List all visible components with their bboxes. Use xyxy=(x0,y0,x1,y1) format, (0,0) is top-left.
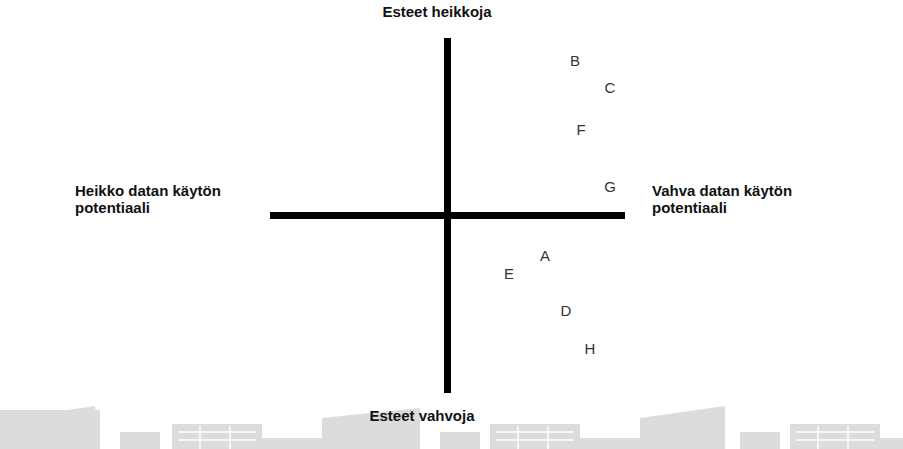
axis-label: Vahva datan käytön potentiaali xyxy=(652,182,852,216)
axis-label: Heikko datan käytön potentiaali xyxy=(75,182,265,216)
point-letter: B xyxy=(570,52,580,69)
point-letter: D xyxy=(561,302,572,319)
axis-label: Esteet heikkoja xyxy=(382,3,491,20)
point-letter: H xyxy=(585,340,596,357)
vertical-axis xyxy=(444,38,451,393)
point-letter: A xyxy=(540,247,550,264)
point-letter: F xyxy=(576,121,585,138)
building-silhouettes xyxy=(0,406,903,449)
point-letter: C xyxy=(605,79,616,96)
building-windows xyxy=(178,426,874,449)
point-letter: E xyxy=(504,265,514,282)
point-letter: G xyxy=(604,178,616,195)
axis-label: Esteet vahvoja xyxy=(369,407,474,424)
